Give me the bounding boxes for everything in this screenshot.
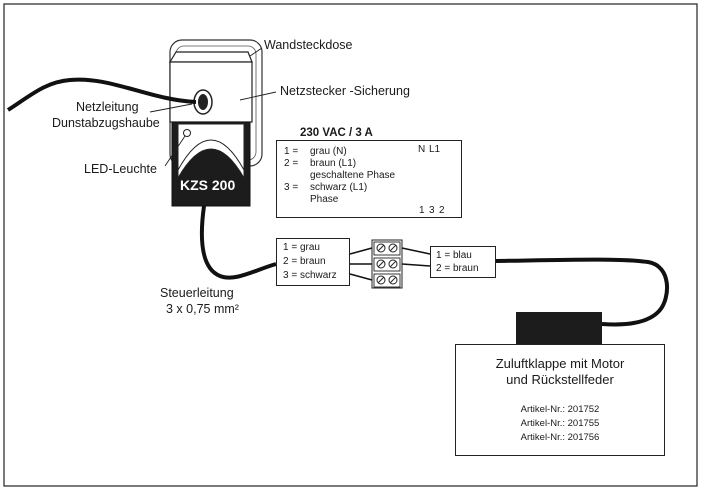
cable-right-2: 2 = braun [436,263,479,274]
damper-box [455,344,665,456]
damper-cable [495,257,670,327]
control-line-spec: 3 x 0,75 mm² [166,302,239,316]
outer-frame [3,3,698,487]
cable-left-2: 2 = braun [283,256,326,267]
spec-text-3: geschaltene Phase [310,170,396,181]
symbol-l1: L1 [429,144,441,155]
device-name: KZS 200 [180,177,236,193]
article-3: Artikel-Nr.: 201756 [520,432,600,443]
spec-num-2: 2 = [284,158,299,169]
symbol-2: 2 [439,205,445,216]
control-cable [199,205,277,280]
mains-line-label: Netzleitung [76,100,139,114]
spec-text-4: schwarz (L1) [310,182,368,193]
wall-socket-label: Wandsteckdose [264,38,353,52]
damper-title-1: Zuluftklappe mit Motor [495,356,625,371]
cable-right-1: 1 = blau [436,250,472,261]
article-1: Artikel-Nr.: 201752 [520,404,600,415]
led-light [183,129,191,137]
spec-box [276,140,462,218]
terminal-block [371,239,403,289]
cable-left-3: 3 = schwarz [283,270,337,281]
control-line-label: Steuerleitung [160,286,234,300]
cable-left-box [276,238,350,286]
damper-title-2: und Rückstellfeder [506,372,614,387]
spec-num-4: 3 = [284,182,299,193]
led-label: LED-Leuchte [84,162,157,176]
spec-num-1: 1 = [284,146,299,157]
spec-text-2: braun (L1) [310,158,357,169]
damper-motor [516,312,602,344]
hood-label: Dunstabzugshaube [52,116,160,130]
spec-text-1: grau (N) [310,146,347,157]
plug-fuse-label: Netzstecker -Sicherung [280,84,410,98]
mains-cable [6,77,197,112]
plug-top [168,51,253,63]
spec-title: 230 VAC / 3 A [300,127,373,139]
plug-housing [169,61,253,123]
cable-right-box [430,246,496,278]
spec-text-5: Phase [310,194,339,205]
symbol-1: 1 [419,205,425,216]
symbol-3: 3 [429,205,435,216]
symbol-n: N [418,144,426,155]
cable-left-1: 1 = grau [283,242,320,253]
article-2: Artikel-Nr.: 201755 [520,418,600,429]
